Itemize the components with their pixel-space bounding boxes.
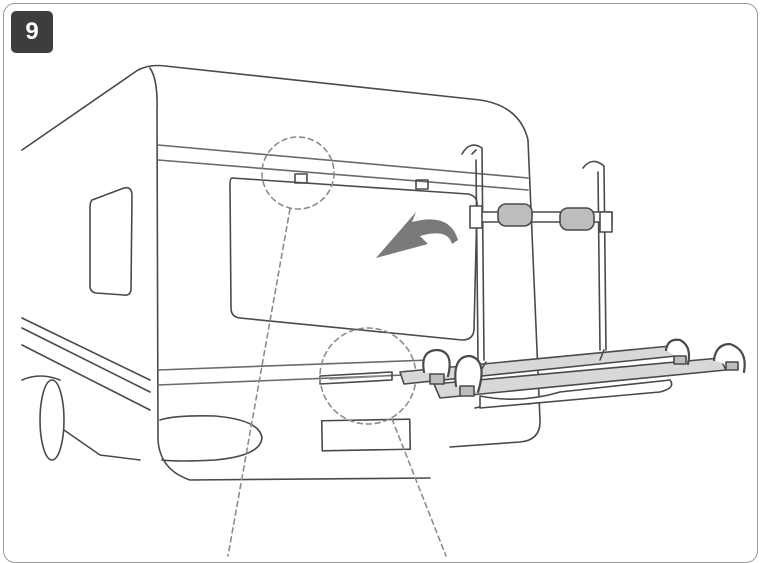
caravan-body	[21, 64, 541, 481]
detail-callouts	[227, 136, 447, 557]
step-number-badge: 9	[11, 11, 53, 53]
step-number: 9	[25, 18, 39, 45]
rotate-arrow-icon	[376, 212, 458, 258]
bike-rack	[399, 144, 746, 409]
